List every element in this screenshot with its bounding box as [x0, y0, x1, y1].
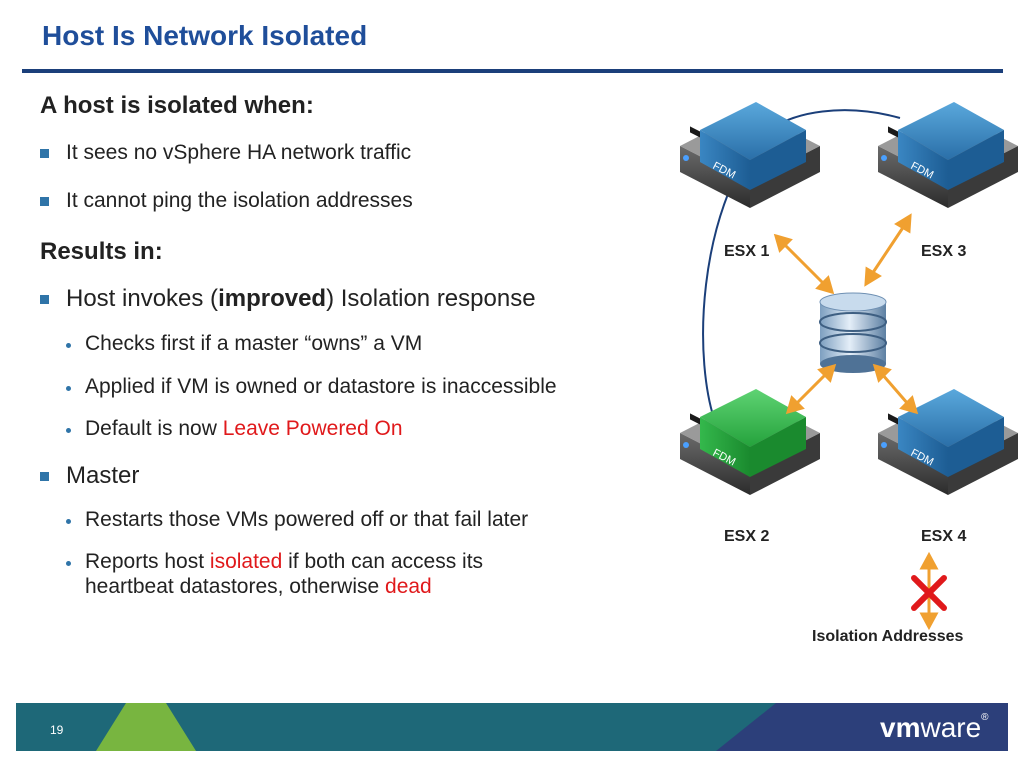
logo-ware: ware	[920, 712, 982, 743]
host-label-esx2: ESX 2	[724, 528, 770, 545]
reports-mid: if both can access its	[282, 550, 484, 573]
bullet-text: Host invokes (improved) Isolation respon…	[66, 285, 536, 313]
vmware-logo: vmware®	[880, 712, 989, 744]
dot-bullet-icon	[66, 386, 71, 391]
square-bullet-icon	[40, 472, 49, 481]
server-esx4	[878, 389, 1018, 495]
sub-bullet-text: Restarts those VMs powered off or that f…	[85, 508, 529, 531]
server-esx3	[878, 102, 1018, 208]
slide-title: Host Is Network Isolated	[42, 20, 368, 51]
sub-bullet-text: Applied if VM is owned or datastore is i…	[85, 375, 557, 398]
host-label-esx3: ESX 3	[921, 243, 967, 260]
invoke-pre: Host invokes (	[66, 285, 219, 312]
datastore-icon	[819, 292, 887, 373]
square-bullet-icon	[40, 197, 49, 206]
default-pre: Default is now	[85, 417, 223, 440]
invoke-bold: improved	[218, 285, 327, 312]
dot-bullet-icon	[66, 428, 71, 433]
sub-bullet-text: Checks first if a master “owns” a VM	[85, 332, 423, 355]
bidirectional-arrow-icon	[864, 213, 912, 287]
host-label-esx4: ESX 4	[921, 528, 967, 545]
bidirectional-arrow-icon	[773, 233, 835, 295]
server-esx1	[680, 102, 820, 208]
isolation-addresses-label: Isolation Addresses	[812, 628, 964, 645]
bidirectional-arrow-icon	[785, 363, 837, 415]
reports-red2: dead	[385, 575, 432, 598]
section-heading-isolated: A host is isolated when:	[40, 92, 314, 119]
square-bullet-icon	[40, 295, 49, 304]
host-label-esx1: ESX 1	[724, 243, 770, 260]
page-number: 19	[50, 723, 64, 737]
dot-bullet-icon	[66, 343, 71, 348]
sub-bullet-text: Reports host isolated if both can access…	[85, 549, 483, 599]
bullet-text: It cannot ping the isolation addresses	[66, 189, 413, 212]
logo-trademark: ®	[981, 712, 989, 723]
square-bullet-icon	[40, 149, 49, 158]
bullet-text: It sees no vSphere HA network traffic	[66, 141, 412, 164]
logo-vm: vm	[880, 712, 921, 743]
section-heading-results: Results in:	[40, 238, 163, 265]
reports-pre: Reports host	[85, 550, 210, 573]
server-esx2	[680, 389, 820, 495]
bidirectional-arrow-icon	[872, 363, 919, 415]
dot-bullet-icon	[66, 561, 71, 566]
sub-bullet-text: Default is now Leave Powered On	[85, 416, 403, 441]
bullet-text: Master	[66, 462, 140, 489]
reports-red1: isolated	[209, 550, 283, 573]
title-divider	[22, 69, 1003, 73]
default-red: Leave Powered On	[222, 417, 403, 440]
blocked-x-icon	[911, 575, 947, 611]
dot-bullet-icon	[66, 519, 71, 524]
footer-bar	[16, 703, 1008, 751]
reports-line2: heartbeat datastores, otherwise	[85, 575, 386, 598]
invoke-post: ) Isolation response	[326, 285, 536, 312]
